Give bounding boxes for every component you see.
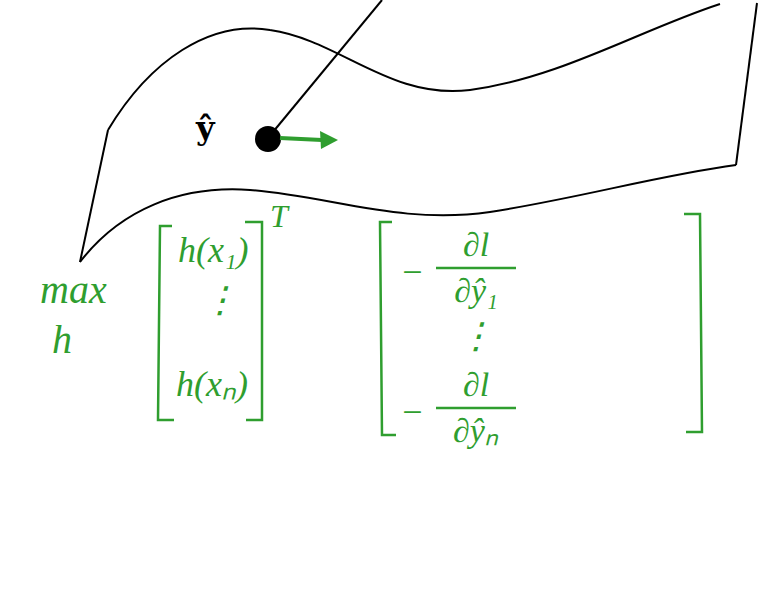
fraction-bar — [436, 267, 516, 270]
surface-right — [736, 3, 757, 165]
math-term: − — [400, 254, 424, 290]
surface-left — [80, 130, 108, 262]
math-term: h(x₁) — [178, 232, 248, 268]
math-term: max — [40, 270, 107, 310]
target-line — [268, 0, 382, 138]
math-term: − — [400, 394, 424, 430]
math-term: ∂l — [463, 228, 489, 262]
math-term: ∂ŷ₁ — [454, 274, 498, 308]
gradient-arrowhead — [320, 131, 338, 149]
right-bracket — [684, 214, 702, 432]
left-bracket — [380, 222, 396, 435]
math-term: ⋮ — [458, 318, 494, 354]
fraction-bar — [436, 407, 516, 410]
gradient-arrow — [280, 138, 322, 140]
left-bracket — [158, 226, 174, 420]
math-term: ∂l — [463, 368, 489, 402]
math-term: ⋮ — [202, 282, 238, 318]
math-term: h — [52, 320, 72, 360]
math-term: T — [270, 200, 288, 232]
point-label: ŷ — [196, 112, 215, 144]
math-term: ∂ŷₙ — [453, 414, 499, 448]
prediction-point — [255, 126, 281, 152]
math-term: h(xₙ) — [176, 366, 248, 402]
